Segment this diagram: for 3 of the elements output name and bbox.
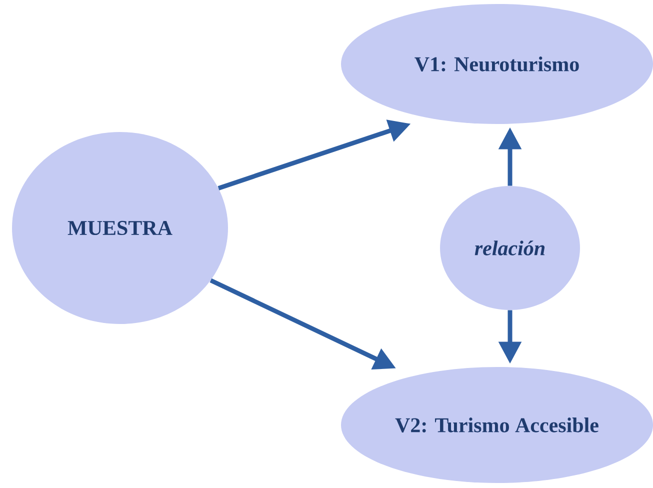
ellipse-node: V2: Turismo Accesible — [341, 367, 653, 483]
ellipse-node: V1: Neuroturismo — [341, 4, 653, 124]
ellipse-node: MUESTRA — [12, 132, 228, 324]
